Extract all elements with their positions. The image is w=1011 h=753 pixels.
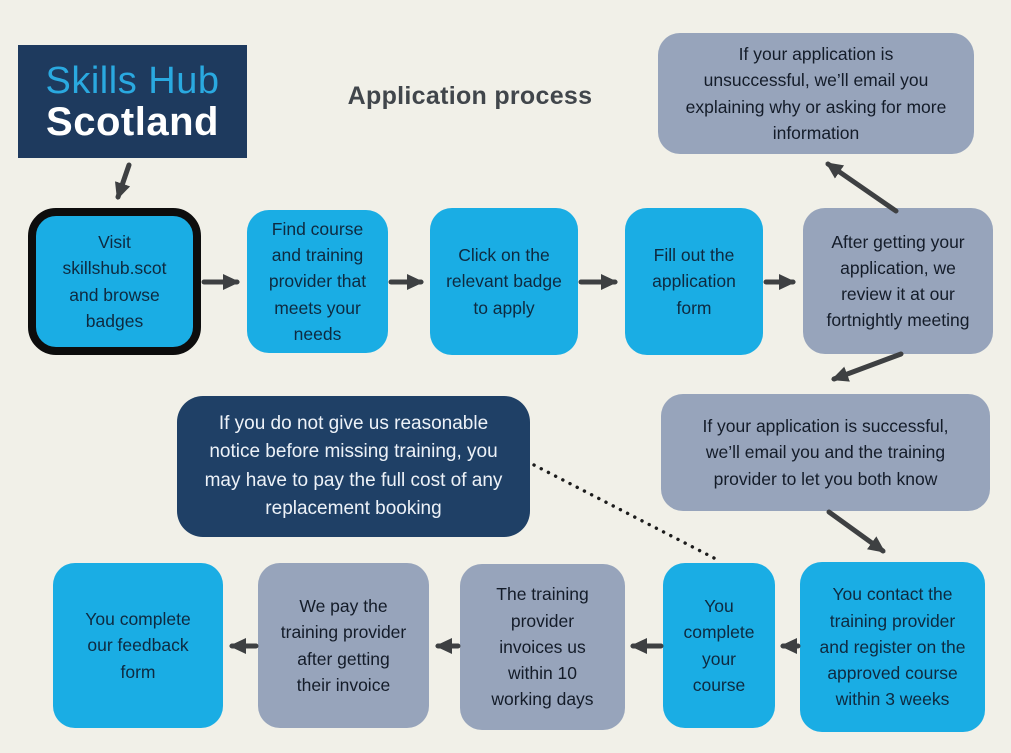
step-fill-form: Fill out the application form: [625, 208, 763, 355]
warning-notice-label: If you do not give us reasonable notice …: [204, 412, 503, 520]
info-successful-outcome: If your application is successful, we’ll…: [661, 394, 990, 511]
info-unsuccessful-outcome: If your application is unsuccessful, we’…: [658, 33, 974, 154]
skills-hub-scotland-logo: Skills Hub Scotland: [18, 45, 247, 158]
warning-missed-training-notice: If you do not give us reasonable notice …: [177, 396, 530, 537]
arrow-review-to-unsuccessful-icon: [825, 161, 899, 214]
info-unsuccessful-label: If your application is unsuccessful, we’…: [685, 44, 947, 143]
step-feedback-label: You complete our feedback form: [85, 609, 191, 682]
step-click-badge: Click on the relevant badge to apply: [430, 208, 578, 355]
arrow-review-to-successful-icon: [831, 351, 904, 382]
step-provider-invoices: The training provider invoices us within…: [460, 564, 625, 730]
step-find-course: Find course and training provider that m…: [247, 210, 388, 353]
step-contact-label: You contact the training provider and re…: [819, 584, 966, 710]
step-complete-course: You complete your course: [663, 563, 775, 728]
step-find-label: Find course and training provider that m…: [268, 218, 367, 344]
step-feedback-form: You complete our feedback form: [53, 563, 223, 728]
step-we-pay-provider: We pay the training provider after getti…: [258, 563, 429, 728]
logo-text-scotland: Scotland: [46, 100, 219, 145]
arrow-logo-to-visit-icon: [114, 162, 132, 200]
step-contact-provider: You contact the training provider and re…: [800, 562, 985, 732]
step-pay-label: We pay the training provider after getti…: [280, 596, 407, 695]
step-review-label: After getting your application, we revie…: [826, 231, 970, 331]
step-visit-label: Visit skillshub.scot and browse badges: [62, 232, 167, 331]
logo-text-skills-hub: Skills Hub: [45, 59, 220, 102]
step-click-label: Click on the relevant badge to apply: [446, 245, 562, 318]
step-visit-skillshub: Visit skillshub.scot and browse badges: [28, 208, 201, 355]
arrow-successful-to-contact-icon: [826, 509, 886, 554]
info-successful-label: If your application is successful, we’ll…: [702, 416, 949, 489]
step-review-application: After getting your application, we revie…: [803, 208, 993, 354]
page-title: Application process: [347, 82, 593, 110]
step-fill-label: Fill out the application form: [652, 245, 736, 318]
step-invoice-label: The training provider invoices us within…: [491, 584, 594, 710]
step-course-label: You complete your course: [683, 596, 755, 695]
